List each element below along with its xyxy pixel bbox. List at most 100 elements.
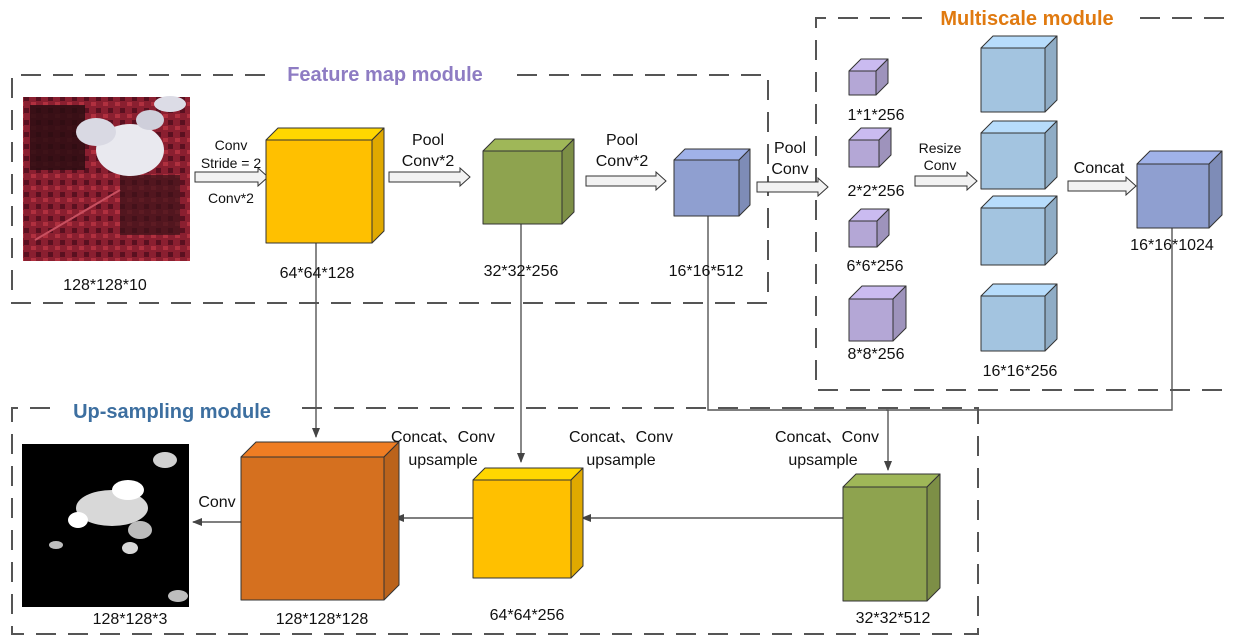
feature-block-32: [482, 138, 575, 225]
upsample-block-64-top: [472, 467, 584, 481]
resized-cube-2: [980, 120, 1058, 190]
output-image-label: 128*128*3: [93, 611, 168, 628]
op4-pool-label: Pool: [774, 140, 806, 157]
up-op-c-line1: Concat、Conv: [391, 429, 495, 446]
resized-cube-2-side: [1044, 120, 1058, 190]
feature-block-32-side: [561, 138, 575, 225]
concat-label: Concat: [1074, 160, 1125, 177]
arrow-input-to-b1: [194, 166, 269, 188]
feature-block-64-side: [371, 127, 385, 244]
op2-pool-label: Pool: [412, 132, 444, 149]
scale-cube-6: [848, 208, 890, 248]
op1-conv2-label: Conv*2: [208, 190, 254, 206]
resized-cube-1-front: [980, 47, 1046, 113]
concat-output-cube-front: [1136, 163, 1210, 229]
up-op-b-line2: upsample: [586, 452, 655, 469]
up-op-a-line2: upsample: [788, 452, 857, 469]
concat-output-cube-top: [1136, 150, 1223, 165]
scale-cube-8: [848, 285, 907, 342]
scale-4-label: 8*8*256: [848, 346, 905, 363]
resized-cube-1-top: [980, 35, 1058, 49]
upsample-block-32-front: [842, 486, 928, 602]
upsample-block-32-side: [926, 473, 941, 602]
skip-connections: [312, 210, 1173, 471]
arrow-b3-to-multiscale: [756, 176, 829, 198]
final-conv-label: Conv: [198, 494, 235, 511]
up-op-a-line1: Concat、Conv: [775, 429, 879, 446]
scale-cube-2: [848, 127, 892, 168]
input-image-label: 128*128*10: [63, 277, 147, 294]
arrow-resize: [914, 170, 978, 192]
feature-block-16-top: [673, 148, 751, 161]
upsample-block-64-side: [570, 467, 584, 579]
resized-cube-1-side: [1044, 35, 1058, 113]
upsampling-arrows: [192, 514, 843, 526]
feature-block-16-front: [673, 159, 740, 217]
resized-cube-3-top: [980, 195, 1058, 209]
up-block1-size-label: 32*32*512: [856, 610, 931, 627]
resized-cube-2-top: [980, 120, 1058, 134]
resize-label: Resize: [919, 140, 962, 156]
upsample-block-64: [472, 467, 584, 579]
upsampling-module-title: Up-sampling module: [73, 401, 271, 423]
upsample-block-128-top: [240, 441, 400, 458]
resized-cube-3-side: [1044, 195, 1058, 266]
feature-block-32-top: [482, 138, 575, 152]
block3-size-label: 16*16*512: [669, 263, 744, 280]
upsample-block-128: [240, 441, 400, 601]
scale-2-label: 2*2*256: [848, 183, 905, 200]
resized-cube-4-front: [980, 295, 1046, 352]
scale-cube-8-front: [848, 298, 894, 342]
upsample-block-64-front: [472, 479, 572, 579]
feature-map-module-frame: [11, 74, 769, 304]
up-op-c-line2: upsample: [408, 452, 477, 469]
resize-conv-label: Conv: [924, 157, 957, 173]
upsample-block-32: [842, 473, 941, 602]
resized-cube-1: [980, 35, 1058, 113]
multiscale-module-frame: [815, 17, 1234, 391]
concat-output-size-label: 16*16*1024: [1130, 237, 1214, 254]
scale-3-label: 6*6*256: [847, 258, 904, 275]
resized-cube-4: [980, 283, 1058, 352]
feature-block-16: [673, 148, 751, 217]
op1-conv-label: Conv: [215, 137, 248, 153]
arrow-b2-to-b3: [585, 170, 667, 192]
multiscale-module-title: Multiscale module: [940, 8, 1113, 30]
upsample-block-128-front: [240, 456, 385, 601]
feature-block-16-side: [738, 148, 751, 217]
feature-block-32-front: [482, 150, 563, 225]
feature-map-module-title: Feature map module: [287, 64, 483, 86]
hollow-arrows: [194, 166, 1137, 198]
op4-conv-label: Conv: [771, 161, 808, 178]
concat-output-cube: [1136, 150, 1223, 229]
arrow-b1-to-b2: [388, 166, 471, 188]
resized-cube-4-side: [1044, 283, 1058, 352]
block1-size-label: 64*64*128: [280, 265, 355, 282]
up-block2-size-label: 64*64*256: [490, 607, 565, 624]
op2-conv-label: Conv*2: [402, 153, 455, 170]
scale-cube-1-front: [848, 70, 877, 96]
upsample-block-128-side: [383, 441, 400, 601]
upsampling-module-frame: [11, 407, 979, 635]
scale-1-label: 1*1*256: [848, 107, 905, 124]
scale-cube-6-front: [848, 220, 878, 248]
input-image: [23, 96, 190, 261]
resized-cube-4-top: [980, 283, 1058, 297]
scale-cube-2-front: [848, 139, 880, 168]
feature-block-64: [265, 127, 385, 244]
resized-size-label: 16*16*256: [983, 363, 1058, 380]
up-block3-size-label: 128*128*128: [276, 611, 369, 628]
resized-cube-3-front: [980, 207, 1046, 266]
concat-output-cube-side: [1208, 150, 1223, 229]
scale-cube-1: [848, 58, 889, 96]
upsample-block-32-top: [842, 473, 941, 488]
op3-pool-label: Pool: [606, 132, 638, 149]
resized-cube-2-front: [980, 132, 1046, 190]
block2-size-label: 32*32*256: [484, 263, 559, 280]
op3-conv-label: Conv*2: [596, 153, 649, 170]
resized-cube-3: [980, 195, 1058, 266]
feature-block-64-top: [265, 127, 385, 141]
op1-stride-label: Stride = 2: [201, 155, 262, 171]
arrow-concat: [1067, 175, 1137, 197]
